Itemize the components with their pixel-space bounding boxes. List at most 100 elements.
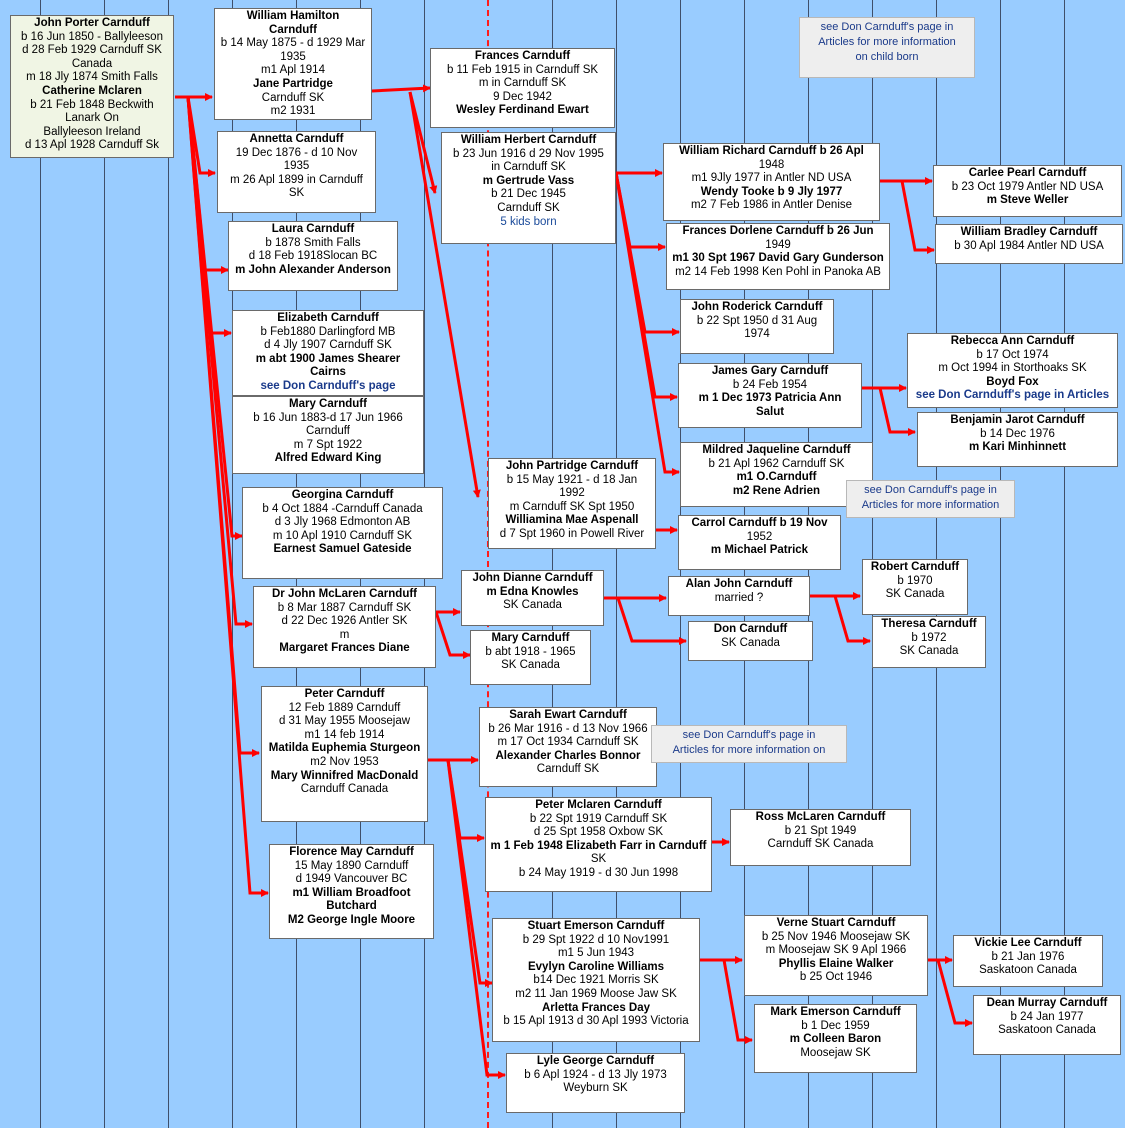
person-detail: 1935: [283, 160, 310, 173]
person-card-ross: Ross McLaren Carnduff b 21 Spt 1949 Carn…: [730, 809, 911, 866]
person-detail: b 23 Jun 1916 d 29 Nov 1995: [453, 147, 604, 160]
person-name: William Richard Carnduff b 26 Apl: [679, 145, 864, 157]
person-detail: b 17 Oct 1974: [976, 348, 1049, 361]
person-card-john-dianne: John Dianne Carnduff m Edna Knowles SK C…: [461, 570, 604, 626]
person-name: Alan John Carnduff: [685, 578, 793, 590]
person-detail: b 11 Feb 1915 in Carnduff SK: [446, 63, 599, 76]
person-name: Carnduff: [269, 23, 317, 36]
person-name: Florence May Carnduff: [289, 846, 414, 858]
grid-line: [104, 0, 105, 1128]
person-card-carrol: Carrol Carnduff b 19 Nov 1952 m Michael …: [678, 515, 841, 570]
spouse-name: Arletta Frances Day: [541, 1001, 651, 1014]
person-card-john-partridge: John Partridge Carnduff b 15 May 1921 - …: [488, 458, 656, 549]
spouse-name: m Steve Weller: [986, 194, 1069, 207]
person-detail: Carnduff SK: [536, 763, 600, 776]
person-name: William Bradley Carnduff: [960, 226, 1098, 238]
person-detail: d 3 Jly 1968 Edmonton AB: [274, 516, 411, 529]
person-detail: m2 1931: [270, 105, 316, 118]
spouse-name: m1 30 Spt 1967 David Gary Gunderson: [672, 252, 884, 265]
spouse-name: Jane Partridge: [253, 77, 333, 90]
person-detail: Weyburn SK: [563, 1082, 628, 1095]
person-detail: b Feb1880 Darlingford MB: [260, 325, 396, 338]
person-detail: 1935: [280, 50, 306, 63]
person-detail: b 25 Nov 1946 Moosejaw SK: [761, 930, 911, 943]
person-detail: m1 14 feb 1914: [304, 728, 385, 741]
person-detail: b 22 Spt 1919 Carnduff SK: [529, 812, 668, 825]
spouse-name: Boyd Fox: [986, 375, 1039, 388]
person-detail: SK Canada: [721, 636, 780, 649]
person-name: John Porter Carnduff: [34, 17, 150, 29]
note-child-born[interactable]: see Don Carnduff's page in Articles for …: [799, 17, 975, 78]
person-name: Elizabeth Carnduff: [277, 312, 379, 324]
person-detail: b 23 Oct 1979 Antler ND USA: [951, 180, 1104, 193]
person-detail: 1949: [765, 238, 791, 251]
person-detail: m Oct 1994 in Storthoaks SK: [938, 362, 1087, 375]
dashed-divider: [487, 0, 489, 1128]
person-name: John Dianne Carnduff: [472, 572, 593, 584]
note-line: see Don Carnduff's page in: [864, 484, 997, 496]
spouse-name: m1 William Broadfoot: [292, 886, 411, 899]
spouse-name: m1 O.Carnduff: [736, 471, 817, 484]
spouse-name: Catherine Mclaren: [42, 84, 142, 97]
see-page-link[interactable]: see Don Carnduff's page in Articles: [915, 389, 1110, 402]
person-detail: Ballyleeson Ireland: [43, 125, 141, 138]
person-detail: b14 Dec 1921 Morris SK: [533, 974, 659, 987]
spouse-name: Margaret Frances Diane: [279, 642, 410, 655]
spouse-name: m Colleen Baron: [789, 1033, 882, 1046]
person-card-florence: Florence May Carnduff 15 May 1890 Carndu…: [269, 844, 434, 939]
person-card-sarah: Sarah Ewart Carnduff b 26 Mar 1916 - d 1…: [479, 707, 657, 787]
person-detail: b 8 Mar 1887 Carnduff SK: [277, 601, 412, 614]
person-name: William Herbert Carnduff: [460, 134, 597, 146]
person-card-carlee: Carlee Pearl Carnduff b 23 Oct 1979 Antl…: [933, 165, 1122, 217]
person-name: Mary Carnduff: [289, 398, 367, 410]
person-card-william-richard: William Richard Carnduff b 26 Apl 1948 m…: [663, 143, 880, 221]
person-detail: Carnduff SK: [497, 201, 560, 214]
spouse-name: Phyllis Elaine Walker: [778, 957, 894, 970]
person-card-peter-mclaren: Peter Mclaren Carnduff b 22 Spt 1919 Car…: [485, 797, 712, 892]
person-card-alan-john: Alan John Carnduff married ?: [668, 576, 810, 616]
person-name: Mildred Jaqueline Carnduff: [702, 444, 851, 456]
person-detail: b 1 Dec 1959: [801, 1019, 870, 1032]
person-detail: b 21 Jan 1976: [991, 950, 1065, 963]
grid-line: [1000, 0, 1001, 1128]
person-name: Frances Dorlene Carnduff b 26 Jun: [682, 225, 874, 237]
spouse-name: Wesley Ferdinand Ewart: [456, 104, 589, 117]
person-card-vickie: Vickie Lee Carnduff b 21 Jan 1976 Saskat…: [953, 935, 1103, 987]
person-detail: Moosejaw SK: [800, 1046, 871, 1059]
person-card-john-porter: John Porter Carnduff b 16 Jun 1850 - Bal…: [10, 15, 174, 158]
person-card-laura: Laura Carnduff b 1878 Smith Falls d 18 F…: [228, 221, 398, 291]
person-name: Peter Mclaren Carnduff: [535, 799, 662, 811]
note-line: see Don Carnduff's page in: [682, 729, 816, 741]
person-detail: b 15 Apl 1913 d 30 Apl 1993 Victoria: [503, 1015, 689, 1028]
person-detail: b 21 Feb 1848 Beckwith: [30, 98, 154, 111]
person-card-annetta: Annetta Carnduff 19 Dec 1876 - d 10 Nov …: [217, 131, 376, 213]
person-card-peter: Peter Carnduff 12 Feb 1889 Carnduff d 31…: [261, 686, 428, 822]
person-card-rebecca: Rebecca Ann Carnduff b 17 Oct 1974 m Oct…: [907, 333, 1118, 408]
kids-note: 5 kids born: [500, 215, 557, 228]
person-detail: b 1878 Smith Falls: [265, 236, 361, 249]
person-detail: 1948: [758, 158, 785, 171]
person-detail: 12 Feb 1889 Carnduff: [288, 701, 401, 714]
person-detail: m1 Apl 1914: [261, 64, 325, 77]
person-detail: b 22 Spt 1950 d 31 Aug: [696, 314, 818, 327]
person-name: Peter Carnduff: [304, 688, 385, 700]
person-detail: SK Canada: [899, 645, 959, 658]
note-sarah[interactable]: see Don Carnduff's page in Articles for …: [651, 725, 847, 763]
person-name: James Gary Carnduff: [711, 365, 829, 377]
spouse-name: m Michael Patrick: [710, 544, 809, 557]
person-detail: b 21 Dec 1945: [491, 188, 566, 201]
note-line: Articles for more information on: [672, 744, 826, 756]
person-detail: married ?: [714, 591, 764, 604]
person-detail: b 21 Apl 1962 Carnduff SK: [708, 457, 845, 470]
person-detail: SK: [288, 187, 305, 200]
see-page-link[interactable]: see Don Carnduff's page: [260, 379, 396, 392]
person-detail: d 28 Feb 1929 Carnduff SK: [22, 44, 162, 57]
person-detail: b 4 Oct 1884 -Carnduff Canada: [262, 502, 423, 515]
person-detail: b 24 May 1919 - d 30 Jun 1998: [518, 866, 679, 879]
person-detail: b 29 Spt 1922 d 10 Nov1991: [522, 933, 670, 946]
note-mildred[interactable]: see Don Carnduff's page in Articles for …: [846, 480, 1015, 518]
person-name: Frances Carnduff: [474, 50, 571, 62]
person-detail: b 6 Apl 1924 - d 13 Jly 1973: [524, 1068, 667, 1081]
grid-line: [168, 0, 169, 1128]
person-detail: d 7 Spt 1960 in Powell River: [499, 527, 645, 540]
